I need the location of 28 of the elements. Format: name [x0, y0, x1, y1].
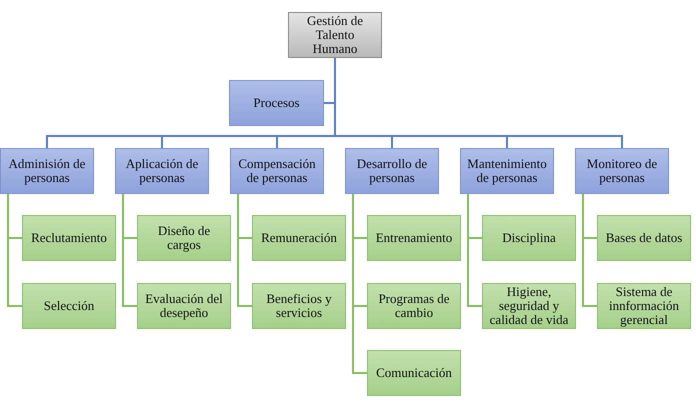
connector-line: [582, 194, 597, 307]
process-box: Procesos: [229, 80, 324, 126]
activity-box: Reclutamiento: [22, 215, 116, 261]
activity-box: Entrenamiento: [367, 215, 461, 261]
connector-line: [467, 194, 482, 307]
process-box: Aplicación de personas: [115, 148, 209, 194]
process-box: Desarrollo de personas: [345, 148, 439, 194]
activity-box: Sistema de innformación gerencial: [597, 283, 691, 329]
activity-box: Programas de cambio: [367, 283, 461, 329]
connector-line: [122, 194, 137, 307]
root-box: Gestión de Talento Humano: [288, 12, 382, 58]
activity-box: Selección: [22, 283, 116, 329]
activity-box: Higiene, seguridad y calidad de vida: [482, 283, 576, 329]
connector-line: [352, 194, 367, 374]
activity-box: Bases de datos: [597, 215, 691, 261]
activity-box: Disciplina: [482, 215, 576, 261]
activity-box: Evaluación del desepeño: [137, 283, 231, 329]
activity-box: Comunicación: [367, 350, 461, 396]
process-box: Mantenimiento de personas: [460, 148, 554, 194]
process-box: Compensación de personas: [230, 148, 324, 194]
process-box: Monitoreo de personas: [575, 148, 669, 194]
activity-box: Beneficios y servicios: [252, 283, 346, 329]
connector-line: [7, 194, 22, 307]
activity-box: Remuneración: [252, 215, 346, 261]
connector-line: [237, 194, 252, 307]
process-box: Adminisión de personas: [0, 148, 94, 194]
connector-line: [334, 58, 623, 148]
activity-box: Diseño de cargos: [137, 215, 231, 261]
